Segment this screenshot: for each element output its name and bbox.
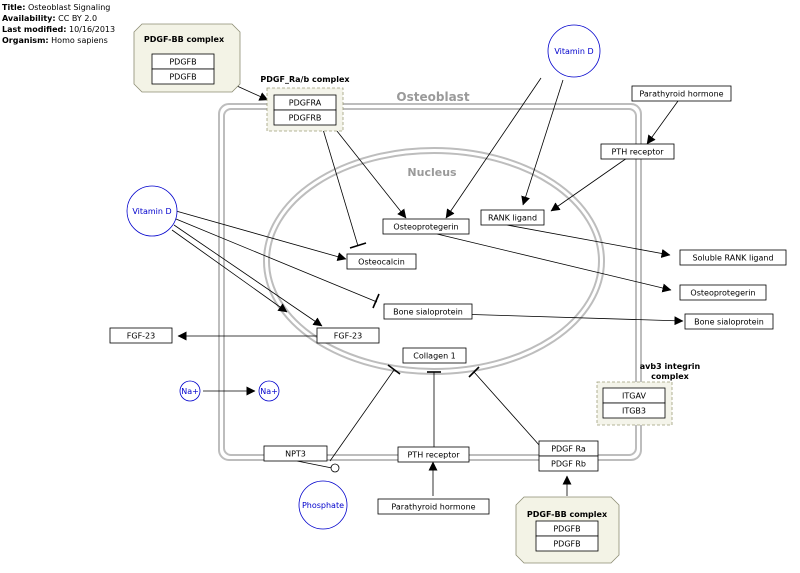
interactions	[171, 77, 684, 496]
edge-vitd-bsp	[175, 218, 378, 303]
svg-text:Parathyroid hormone: Parathyroid hormone	[391, 503, 475, 512]
svg-text:PTH receptor: PTH receptor	[407, 451, 460, 460]
svg-text:Na+: Na+	[260, 387, 278, 396]
svg-text:Soluble RANK ligand: Soluble RANK ligand	[692, 254, 773, 263]
edge-vitd-fgf23-b	[171, 229, 288, 313]
edge-osteoprotegerin-secreted	[436, 233, 672, 293]
gene-parathyroid-hormone-top[interactable]: Parathyroid hormone	[631, 85, 732, 102]
gene-bone-sialoprotein-nuclear[interactable]: Bone sialoprotein	[383, 303, 473, 320]
gene-soluble-rank-ligand[interactable]: Soluble RANK ligand	[679, 249, 787, 266]
gene-pdgfb[interactable]: PDGFB	[169, 73, 196, 82]
tbar-collagen-3	[468, 366, 480, 378]
gene-pth-receptor-bottom[interactable]: PTH receptor	[397, 446, 470, 463]
tbar-bsp	[372, 293, 380, 309]
gene-pdgfb[interactable]: PDGFB	[553, 525, 580, 534]
svg-text:NPT3: NPT3	[285, 450, 306, 459]
svg-text:Osteoprotegerin: Osteoprotegerin	[690, 289, 755, 298]
edge-vitd-osteoprotegerin	[445, 77, 542, 219]
pathway-info: Title: Osteoblast Signaling Availability…	[2, 2, 115, 46]
edge-pdgfrb-osteoprotegerin	[332, 125, 407, 219]
gene-osteoprotegerin-secreted[interactable]: Osteoprotegerin	[679, 284, 767, 301]
svg-text:Phosphate: Phosphate	[302, 501, 344, 510]
osteoblast-cell	[218, 103, 642, 461]
tbar-collagen-1	[387, 364, 401, 375]
gene-itgav[interactable]: ITGAV	[622, 392, 646, 401]
svg-text:PTH receptor: PTH receptor	[611, 148, 664, 157]
complex-pdgfbb-bottom: PDGF-BB complex PDGFB PDGFB	[515, 496, 620, 564]
binding-circle	[330, 463, 340, 473]
availability-line: Availability: CC BY 2.0	[2, 14, 98, 23]
svg-text:Collagen 1: Collagen 1	[413, 352, 456, 361]
gene-pdgfra[interactable]: PDGFRA	[289, 99, 322, 108]
svg-text:Parathyroid hormone: Parathyroid hormone	[639, 90, 723, 99]
edge-vitd-osteocalcin	[175, 210, 347, 262]
svg-text:Osteoprotegerin: Osteoprotegerin	[393, 223, 458, 232]
complex-label: avb3 integrin	[640, 362, 701, 371]
svg-text:RANK ligand: RANK ligand	[488, 214, 537, 223]
gene-fgf23-nuclear[interactable]: FGF-23	[316, 327, 380, 344]
last-modified-line: Last modified: 10/16/2013	[2, 25, 116, 34]
gene-osteoprotegerin-nuclear[interactable]: Osteoprotegerin	[382, 218, 470, 235]
svg-text:Bone sialoprotein: Bone sialoprotein	[694, 318, 764, 327]
osteoblast-label: Osteoblast	[396, 90, 469, 104]
complex-label: complex	[651, 372, 689, 381]
metabolite-phosphate[interactable]: Phosphate	[298, 480, 348, 530]
edge-rankl-soluble	[506, 224, 671, 258]
gene-pdgfb[interactable]: PDGFB	[169, 58, 196, 67]
svg-text:Osteocalcin: Osteocalcin	[358, 258, 405, 267]
gene-pdgfrb[interactable]: PDGFRB	[289, 114, 322, 123]
gene-npt3[interactable]: NPT3	[263, 445, 328, 462]
svg-text:PDGF Ra: PDGF Ra	[551, 445, 586, 454]
metabolite-na-outside[interactable]: Na+	[179, 380, 201, 402]
gene-bone-sialoprotein-secreted[interactable]: Bone sialoprotein	[684, 313, 774, 330]
gene-pdgf-ra[interactable]: PDGF Ra	[538, 440, 599, 457]
complex-avb3-integrin: avb3 integrin complex ITGAV ITGB3	[596, 362, 701, 426]
gene-parathyroid-hormone-bottom[interactable]: Parathyroid hormone	[377, 498, 490, 515]
gene-osteocalcin[interactable]: Osteocalcin	[346, 253, 417, 270]
tbar-osteocalcin	[349, 242, 367, 249]
last-modified-value: 10/16/2013	[69, 25, 116, 34]
gene-pdgf-rb[interactable]: PDGF Rb	[538, 455, 599, 472]
pathway-title: Osteoblast Signaling	[27, 3, 111, 12]
title-line: Title: Osteoblast Signaling	[2, 3, 111, 12]
organism-line: Organism: Homo sapiens	[2, 36, 108, 45]
gene-pdgfb[interactable]: PDGFB	[553, 540, 580, 549]
edge-vitd-fgf23-a	[173, 224, 323, 327]
edge-phosphate-collagen	[329, 369, 395, 462]
svg-text:FGF-23: FGF-23	[334, 332, 362, 341]
gene-collagen-1[interactable]: Collagen 1	[402, 347, 467, 364]
metabolite-vitamin-d-left[interactable]: Vitamin D	[126, 185, 178, 237]
svg-text:Bone sialoprotein: Bone sialoprotein	[393, 308, 463, 317]
complex-label: PDGF-BB complex	[527, 510, 608, 519]
complex-pdgfbb-top: PDGF-BB complex PDGFB PDGFB	[133, 23, 241, 93]
gene-itgb3[interactable]: ITGB3	[622, 407, 646, 416]
metabolite-vitamin-d-top[interactable]: Vitamin D	[547, 24, 601, 78]
edge-pdgfrb-osteocalcin	[321, 125, 359, 247]
complex-label: PDGF_Ra/b complex	[260, 75, 350, 84]
complex-pdgfrab: PDGF_Ra/b complex PDGFRA PDGFRB	[260, 75, 350, 132]
edge-pdgfr-collagen	[473, 371, 541, 447]
svg-text:PDGF Rb: PDGF Rb	[551, 460, 586, 469]
nucleus-label: Nucleus	[407, 166, 457, 179]
organism-value: Homo sapiens	[51, 36, 108, 45]
edge-npt3-phosphate	[296, 460, 333, 469]
svg-text:Na+: Na+	[181, 387, 199, 396]
availability-value: CC BY 2.0	[58, 14, 98, 23]
edge-vitd-rankl	[521, 79, 564, 206]
svg-text:FGF-23: FGF-23	[127, 332, 155, 341]
edge-pthr-rankl	[550, 157, 628, 212]
gene-pth-receptor-top[interactable]: PTH receptor	[600, 143, 675, 160]
gene-fgf23-secreted[interactable]: FGF-23	[109, 327, 173, 344]
edge-pth-pthr	[646, 100, 679, 145]
edge-pdgfbb-pdgfr	[236, 85, 269, 101]
complex-label: PDGF-BB complex	[144, 35, 225, 44]
metabolite-label: Vitamin D	[554, 47, 593, 56]
metabolite-na-inside[interactable]: Na+	[258, 380, 280, 402]
edge-bsp-secreted	[454, 313, 684, 326]
metabolite-label: Vitamin D	[132, 207, 171, 216]
gene-rank-ligand[interactable]: RANK ligand	[480, 209, 545, 226]
nucleus	[263, 147, 605, 375]
